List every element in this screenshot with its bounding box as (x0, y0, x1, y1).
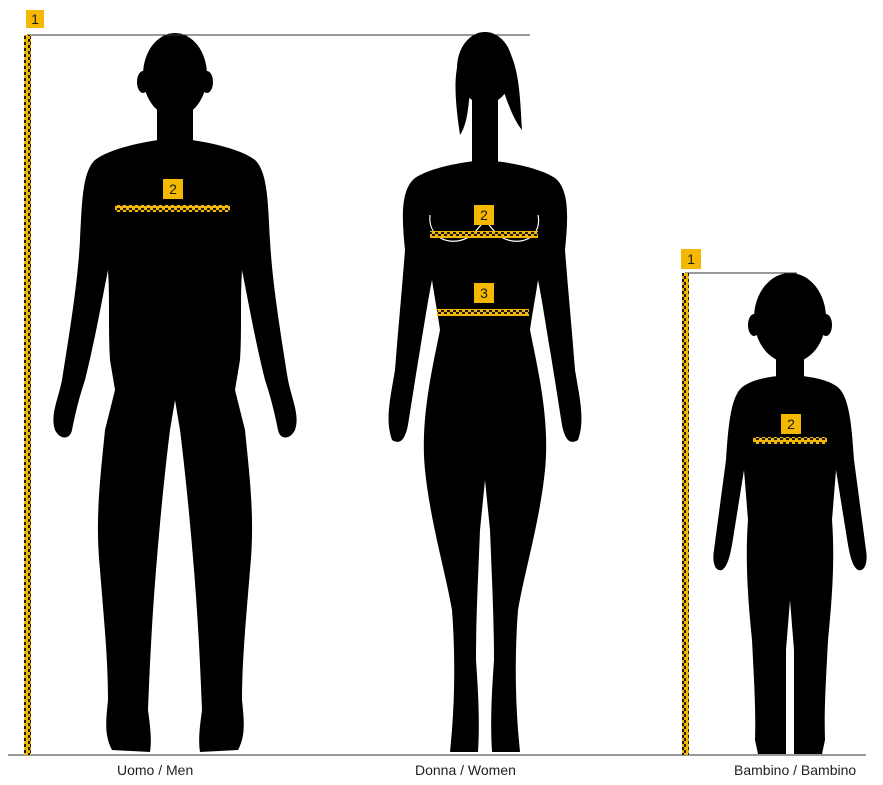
man-chest-badge: 2 (163, 179, 183, 199)
caption-women: Donna / Women (415, 762, 516, 778)
child-height-badge: 1 (681, 249, 701, 269)
man-height-tape (24, 35, 31, 755)
child-chest-badge: 2 (781, 414, 801, 434)
woman-silhouette (389, 32, 582, 752)
man-chest-badge-label: 2 (169, 181, 177, 197)
caption-men: Uomo / Men (117, 762, 193, 778)
woman-waist-badge-label: 3 (480, 285, 488, 301)
child-silhouette (713, 273, 866, 754)
child-chest-badge-label: 2 (787, 416, 795, 432)
child-height-badge-label: 1 (687, 251, 695, 267)
child-chest-tape (753, 437, 827, 444)
woman-bust-badge: 2 (474, 205, 494, 225)
woman-bust-tape (430, 231, 538, 238)
woman-waist-tape (437, 309, 529, 316)
caption-child: Bambino / Bambino (734, 762, 856, 778)
woman-bust-badge-label: 2 (480, 207, 488, 223)
man-height-badge-label: 1 (31, 11, 39, 27)
man-chest-tape (115, 205, 230, 212)
woman-waist-badge: 3 (474, 283, 494, 303)
child-height-tape (682, 273, 689, 755)
man-silhouette (53, 33, 296, 752)
man-height-badge: 1 (26, 10, 44, 28)
